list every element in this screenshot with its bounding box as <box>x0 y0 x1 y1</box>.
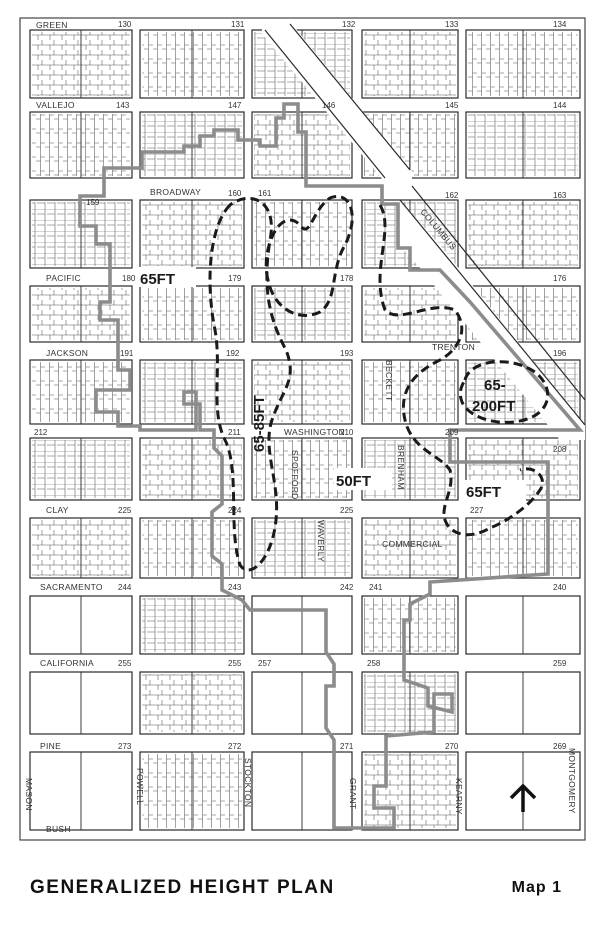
zone-65-200ft-outline <box>458 360 550 424</box>
zone-label-east-a: 65- <box>484 377 506 394</box>
street-spofford: SPOFFORD <box>290 450 300 500</box>
street-kearny: KEARNY <box>454 778 464 815</box>
block-number: 159 <box>86 198 100 207</box>
zone-label-east-b: 200FT <box>472 398 515 415</box>
street-commercial: COMMERCIAL <box>382 539 443 549</box>
street-powell: POWELL <box>135 768 145 805</box>
block-number: 257 <box>258 659 272 668</box>
street-jackson: JACKSON <box>46 348 88 358</box>
block-number: 244 <box>118 583 132 592</box>
block-number: 211 <box>228 428 241 437</box>
block-number: 134 <box>553 20 567 29</box>
north-arrow-icon <box>509 783 537 812</box>
street-broadway: BROADWAY <box>150 187 201 197</box>
block-number: 192 <box>226 349 240 358</box>
block-number: 209 <box>445 428 459 437</box>
block-number: 143 <box>116 101 130 110</box>
street-sacramento: SACRAMENTO <box>40 582 103 592</box>
street-stockton: STOCKTON <box>243 758 253 807</box>
block-number: 145 <box>445 101 459 110</box>
street-beckett: BECKETT <box>384 360 394 401</box>
street-trenton: TRENTON <box>432 342 475 352</box>
zone-50ft-eastern-outline <box>378 204 544 537</box>
block-number: 224 <box>228 506 242 515</box>
map-title: GENERALIZED HEIGHT PLAN <box>30 877 335 898</box>
block-number: 163 <box>553 191 567 200</box>
block-number: 273 <box>118 742 132 751</box>
zone-north-loop-outline <box>264 195 354 317</box>
block-number: 225 <box>118 506 132 515</box>
street-grant: GRANT <box>348 778 358 809</box>
street-washington: WASHINGTON <box>284 427 345 437</box>
zone-65-85ft-outline <box>208 196 292 572</box>
block-number: 270 <box>445 742 459 751</box>
block-number: 130 <box>118 20 132 29</box>
block-number: 271 <box>340 742 354 751</box>
street-brenham: BRENHAM <box>396 445 406 490</box>
street-mason: MASON <box>24 778 34 811</box>
block-number: 212 <box>34 428 48 437</box>
zone-label-central: 65-85FT <box>251 395 268 452</box>
block-number: 196 <box>553 349 567 358</box>
block-number: 162 <box>445 191 459 200</box>
block-number: 269 <box>553 742 567 751</box>
block-number: 255 <box>118 659 132 668</box>
block-number: 240 <box>553 583 567 592</box>
block-number: 242 <box>340 583 354 592</box>
block-number: 243 <box>228 583 242 592</box>
block-number: 208 <box>553 445 567 454</box>
block-number: 132 <box>342 20 356 29</box>
block-number: 210 <box>340 428 354 437</box>
block-number: 225 <box>340 506 354 515</box>
block-number: 178 <box>340 274 354 283</box>
block-number: 272 <box>228 742 242 751</box>
block-number: 146 <box>322 101 336 110</box>
block-number: 191 <box>120 349 134 358</box>
block-number: 259 <box>553 659 567 668</box>
street-bush: BUSH <box>46 824 71 834</box>
height-zone-labels: 65FT 65-85FT 50FT 65- 200FT 65FT <box>138 267 526 502</box>
map-number: Map 1 <box>511 879 562 896</box>
columbus-corridor <box>262 24 412 186</box>
street-waverly: WAVERLY <box>316 520 326 562</box>
street-montgomery: MONTGOMERY <box>567 748 577 814</box>
street-pine: PINE <box>40 741 61 751</box>
block-number: 131 <box>231 20 245 29</box>
street-green: GREEN <box>36 20 68 30</box>
columbus-avenue-edge <box>264 23 411 179</box>
block-number: 160 <box>228 189 242 198</box>
zone-label-core: 50FT <box>336 473 371 490</box>
block-number: 161 <box>258 189 272 198</box>
block-number: 176 <box>553 274 567 283</box>
block-number: 147 <box>228 101 242 110</box>
street-california: CALIFORNIA <box>40 658 94 668</box>
block-number: 133 <box>445 20 459 29</box>
block-number: 227 <box>470 506 484 515</box>
block-number: 255 <box>228 659 242 668</box>
block-number: 241 <box>369 583 383 592</box>
street-vallejo: VALLEJO <box>36 100 75 110</box>
block-numbers: 130 131 132 133 134 143 147 146 145 144 … <box>34 20 567 751</box>
zone-label-west: 65FT <box>140 271 175 288</box>
block-number: 193 <box>340 349 354 358</box>
district-boundary <box>78 102 584 830</box>
zone-label-southeast: 65FT <box>466 484 501 501</box>
block-number: 179 <box>228 274 242 283</box>
columbus-avenue-edge <box>399 185 586 426</box>
block-number: 258 <box>367 659 381 668</box>
block-number: 180 <box>122 274 136 283</box>
block-number: 144 <box>553 101 567 110</box>
street-pacific: PACIFIC <box>46 273 81 283</box>
street-clay: CLAY <box>46 505 69 515</box>
